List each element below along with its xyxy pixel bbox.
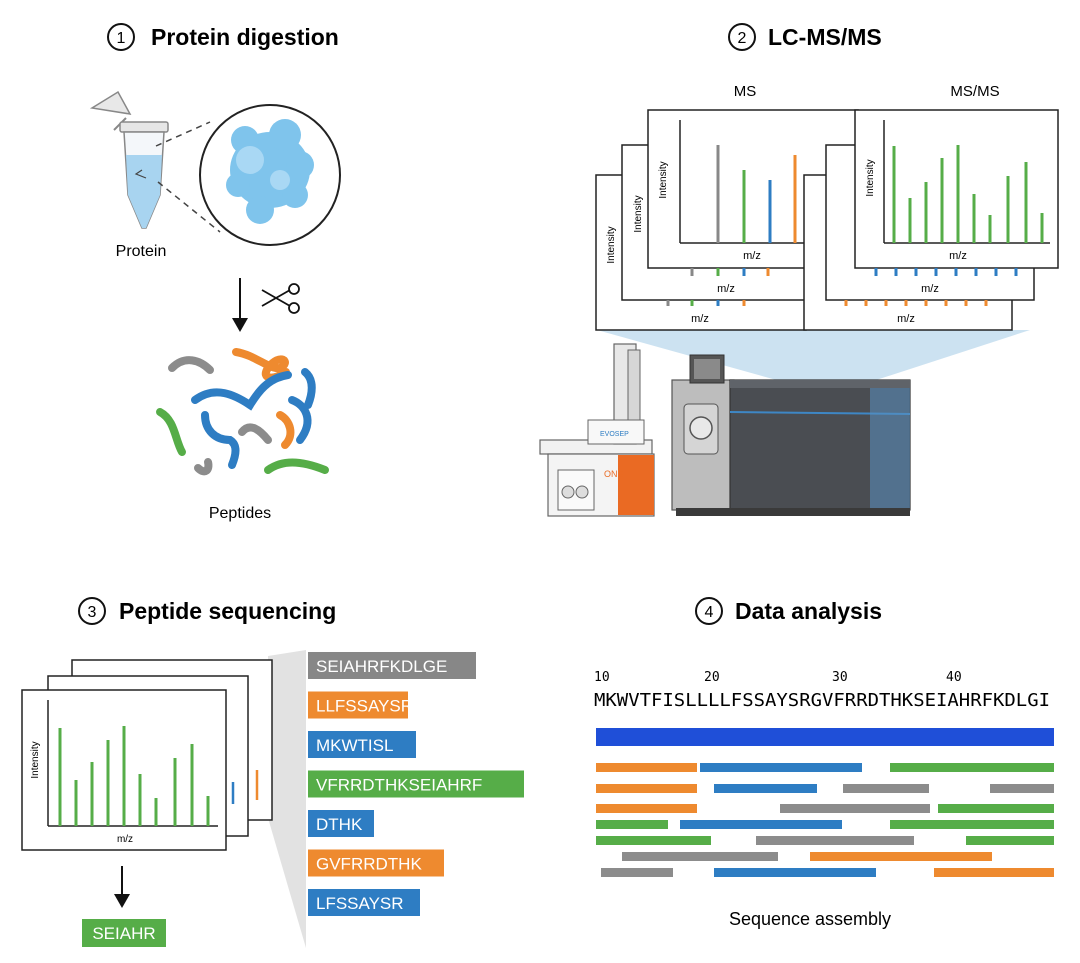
step-4-number: 4 [705,604,714,621]
msms-card-front-xlabel: m/z [949,250,967,262]
result-peptide-box [82,919,166,947]
ms-spectra-stack: m/z Intensity m/z Intensity m/z Intensit… [595,109,859,331]
zoom-line-top [155,121,211,147]
step-3-title: Peptide sequencing [119,598,336,624]
protein-sequence: MKWVTFISLLLLFSSAYSRGVFRRDTHKSEIAHRFKDLGI [594,691,1050,711]
position-40: 40 [946,670,962,685]
ms-card-front-xlabel: m/z [743,250,761,262]
coverage-bar [596,836,711,845]
coverage-bar [596,763,697,772]
step-4-title: Data analysis [735,598,882,624]
scissors-icon [261,283,300,314]
peptide-label: SEIAHRFKDLGE [316,657,447,676]
ms-card-front-ylabel: Intensity [658,161,669,198]
msms-header: MS/MS [950,83,999,100]
microtube-icon [89,90,169,229]
ms-header: MS [734,83,757,100]
digestion-arrow-head [232,318,248,332]
ms-card-back-ylabel: Intensity [606,226,617,263]
coverage-bar [601,868,673,877]
position-30: 30 [832,670,848,685]
step-2-number: 2 [738,30,747,47]
evosep-one-label: ONE [604,469,624,479]
protein-icon [226,119,314,224]
mass-spectrometer-illustration [671,354,911,516]
coverage-bar [780,804,930,813]
peptide-box [308,810,374,837]
step-1-number: 1 [117,30,126,47]
lc-system-illustration: EVOSEP ONE [539,343,655,517]
msms-card-middle-xlabel: m/z [921,283,939,295]
sequencing-spectra-stack: m/z Intensity [21,659,273,851]
peptide-label: MKWTISL [316,736,393,755]
peptide-box [308,731,416,758]
peptide-box [308,849,444,877]
coverage-bar [714,868,876,877]
coverage-bar [990,784,1054,793]
msms-spectra-stack: m/z m/z m/z Intensity [803,109,1059,331]
coverage-bar [890,820,1054,829]
peptide-label: DTHK [316,815,363,834]
step-4-number-circle [695,597,723,625]
coverage-bar [596,820,668,829]
sequencing-arrow-head [114,894,130,908]
ms-card-middle-xlabel: m/z [717,283,735,295]
step-1-title: Protein digestion [151,24,339,50]
position-10: 10 [594,670,610,685]
msms-card-front-ylabel: Intensity [865,159,876,196]
lc-orange-panel [618,455,654,515]
zoom-wedge [268,650,306,948]
peptides-label: Peptides [209,505,271,522]
step-2-heading: 2 LC-MS/MS [728,23,882,51]
coverage-bar [680,820,842,829]
coverage-bar [756,836,914,845]
peptide-list: SEIAHRFKDLGE LLFSSAYSR MKWTISL VFRRDTHKSEIA… [308,652,524,916]
arrow-marker [134,169,147,179]
peptide-box [308,691,408,719]
evosep-badge: EVOSEP [600,431,629,438]
step-3-number-circle [78,597,106,625]
step-3-number: 3 [88,604,97,621]
peptide-box [308,889,420,916]
msms-card-back-xlabel: m/z [897,313,915,325]
coverage-bar [810,852,992,861]
protein-label: Protein [116,243,167,260]
coverage-bar [938,804,1054,813]
step-1-heading: 1 Protein digestion [107,23,339,51]
sequence-assembly-caption: Sequence assembly [729,909,891,929]
peptide-label: VFRRDTHKSEIAHRF [316,776,482,795]
step-4-heading: 4 Data analysis [695,597,882,625]
coverage-bar [966,836,1054,845]
peptide-label: LLFSSAYSR [316,697,413,716]
result-peptide-text: SEIAHR [92,924,155,943]
seq-card-xlabel: m/z [117,834,133,845]
seq-card-ylabel: Intensity [30,741,41,778]
zoom-line-bottom [157,181,221,233]
peptide-box [308,770,524,798]
ion-beam [597,330,1030,395]
coverage-bar [596,784,697,793]
step-2-number-circle [728,23,756,51]
position-20: 20 [704,670,720,685]
ms-card-back-xlabel: m/z [691,313,709,325]
step-2-title: LC-MS/MS [768,24,882,50]
peptide-box [308,652,476,679]
coverage-bar [890,763,1054,772]
peptide-label: GVFRRDTHK [316,855,422,874]
coverage-bar [622,852,778,861]
coverage-bar [843,784,929,793]
step-3-heading: 3 Peptide sequencing [78,597,336,625]
step-1-number-circle [107,23,135,51]
coverage-bar [596,804,697,813]
ms-card-middle-ylabel: Intensity [633,195,644,232]
peptide-strands [156,348,329,476]
coverage-bar [714,784,817,793]
peptide-label: LFSSAYSR [316,894,404,913]
coverage-bar [934,868,1054,877]
coverage-bar [700,763,862,772]
full-coverage-bar [596,728,1054,746]
sequence-positions: 10 20 30 40 [594,670,962,685]
peptide-coverage-bars [596,763,1054,877]
